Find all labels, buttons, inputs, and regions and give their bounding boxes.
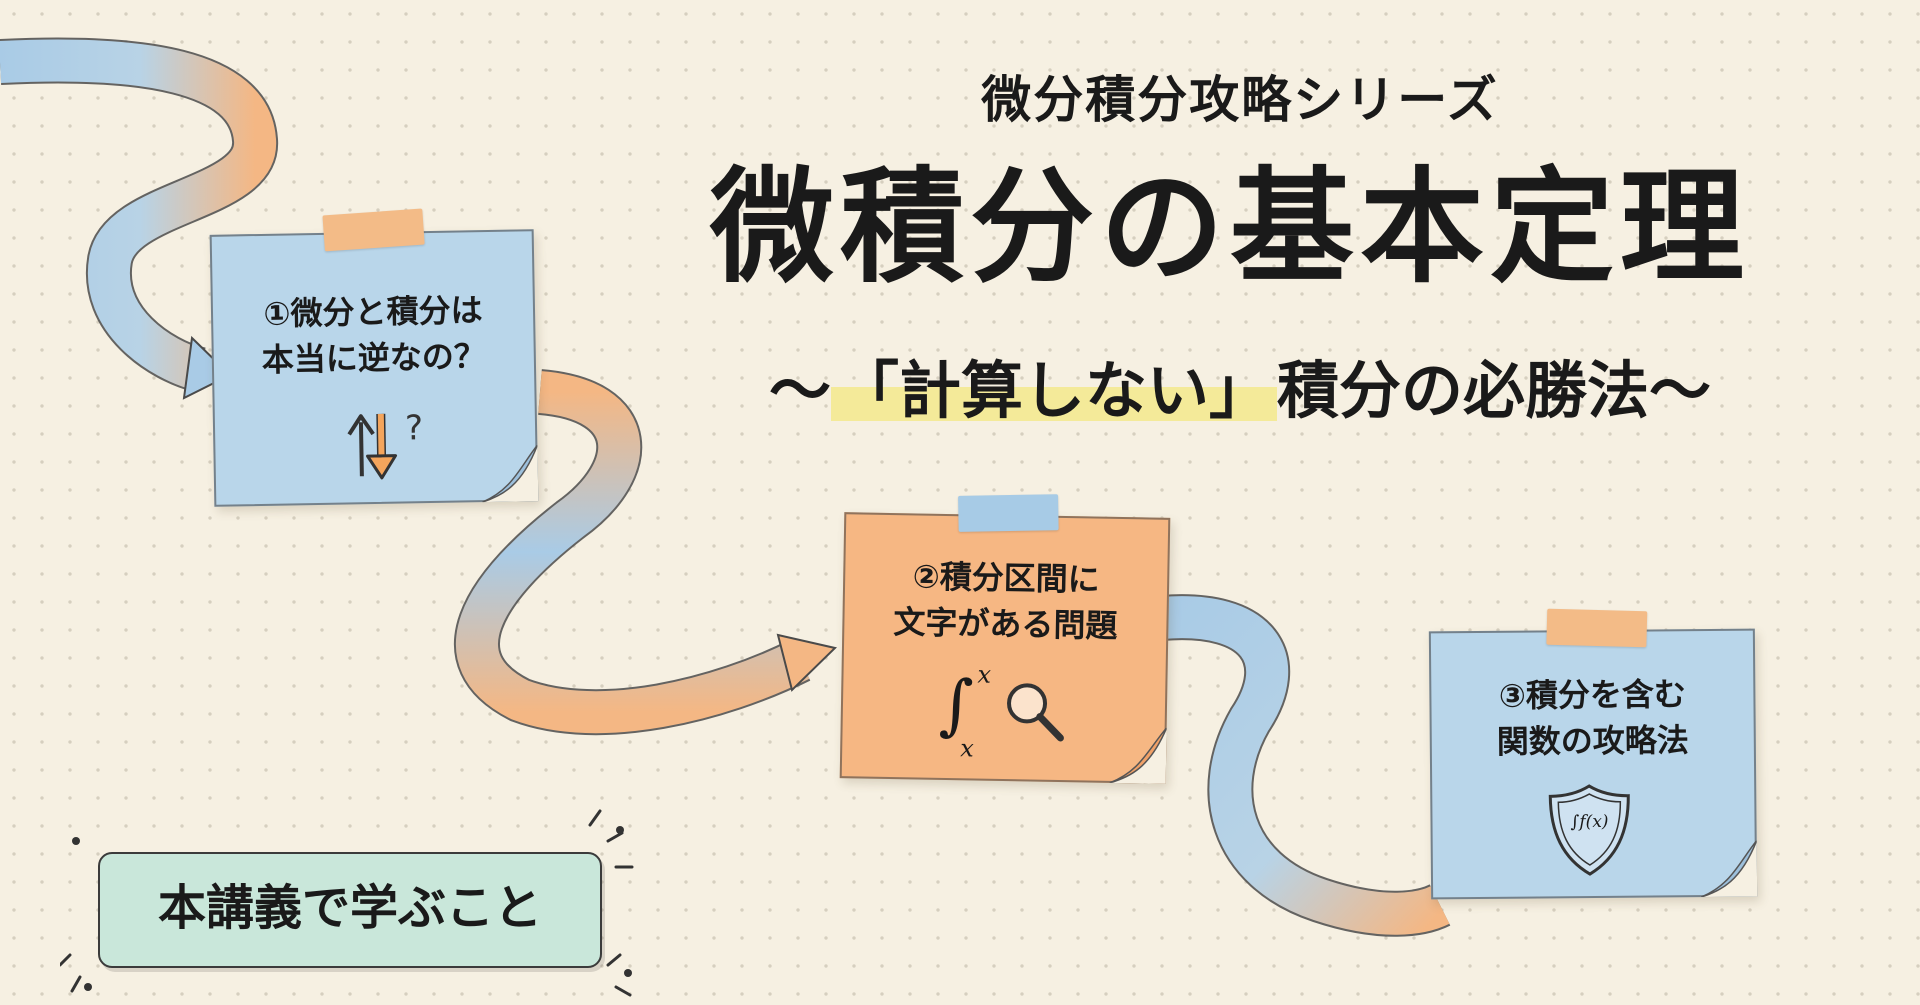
tape	[958, 494, 1059, 532]
lecture-topics-badge: 本講義で学ぶこと	[98, 852, 602, 968]
note-3-line1: ③積分を含む	[1498, 675, 1687, 715]
integral-lower-limit: x	[959, 734, 975, 763]
page-title: 微積分の基本定理	[709, 156, 1750, 300]
subtitle-highlight: 「計算しない」	[830, 354, 1277, 427]
note-2-line1: ②積分区間に	[912, 557, 1101, 599]
integral-magnifier-icon: ∫ x x	[938, 661, 1070, 763]
integral-shield-icon: ∫f(x)	[1544, 782, 1635, 879]
note-1-line1: ①微分と積分は	[263, 291, 483, 333]
note-2-line2: 文字がある問題	[893, 603, 1118, 646]
page-curl	[1700, 840, 1758, 898]
magnifier-icon	[1007, 683, 1064, 742]
subtitle: 〜「計算しない」積分の必勝法〜	[680, 340, 1800, 430]
tape	[322, 208, 425, 252]
shield-label: ∫f(x)	[1570, 811, 1609, 833]
tape	[1546, 608, 1648, 648]
integral-sign: ∫	[938, 665, 975, 744]
up-down-arrows-question-icon: ?	[333, 403, 444, 483]
integral-upper-limit: x	[977, 660, 992, 689]
page-curl	[482, 445, 539, 503]
series-label: 微分積分攻略シリーズ	[981, 71, 1499, 129]
subtitle-rest: 積分の必勝法〜	[1277, 354, 1712, 427]
sparkle-marks	[60, 809, 634, 997]
svg-text:?: ?	[405, 408, 424, 448]
note-1-line2: 本当に逆なの？	[261, 337, 487, 380]
note-1: ①微分と積分は 本当に逆なの？ ?	[209, 208, 539, 507]
page-curl	[1109, 727, 1167, 784]
note-3: ③積分を含む 関数の攻略法 ∫f(x)	[1428, 608, 1758, 900]
note-3-line2: 関数の攻略法	[1496, 721, 1689, 762]
note-2: ②積分区間に 文字がある問題 ∫ x x	[839, 494, 1171, 784]
subtitle-tilde: 〜	[768, 354, 831, 427]
